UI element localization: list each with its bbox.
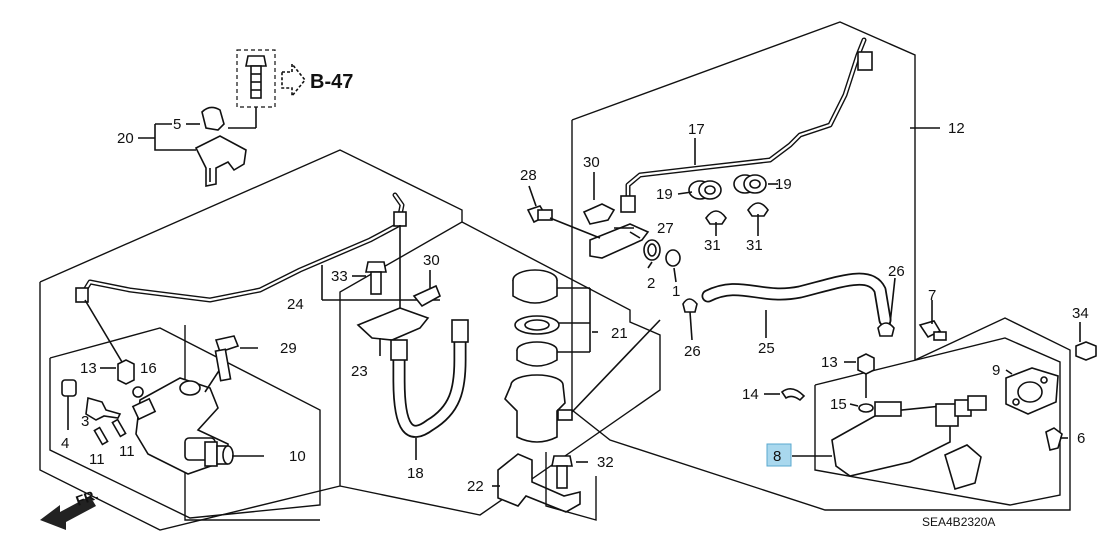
pipe-24 <box>75 192 407 363</box>
highlight-8 <box>766 443 792 467</box>
callout-16: 16 <box>140 360 157 377</box>
pipe-17 <box>620 37 873 213</box>
callout-19b: 19 <box>775 176 792 193</box>
hose-18 <box>390 319 469 460</box>
callout-33: 33 <box>331 268 348 285</box>
callout-11b: 11 <box>119 443 135 460</box>
callout-1: 1 <box>672 283 680 300</box>
callout-26b: 26 <box>888 263 905 280</box>
callout-17: 17 <box>688 121 705 138</box>
callout-14: 14 <box>742 386 759 403</box>
callout-labels: 1 2 3 4 5 6 7 8 9 10 11 11 12 13 13 14 1… <box>61 116 1089 495</box>
bracket-23 <box>321 261 442 356</box>
callout-5: 5 <box>173 116 181 133</box>
leader-lines <box>100 123 1081 487</box>
callout-13a: 13 <box>80 360 97 377</box>
front-arrow: FR. <box>40 486 100 530</box>
callout-34: 34 <box>1072 305 1089 322</box>
slave-cylinder-10 <box>131 359 234 475</box>
callout-18: 18 <box>407 465 424 482</box>
callout-23: 23 <box>351 363 368 380</box>
callout-20: 20 <box>117 130 134 147</box>
callout-21: 21 <box>611 325 628 342</box>
clamps-31 <box>705 202 769 232</box>
plate-9 <box>918 320 1097 415</box>
reservoir-21 <box>504 269 661 443</box>
callout-31b: 31 <box>746 237 763 254</box>
callout-32: 32 <box>597 454 614 471</box>
callout-13b: 13 <box>821 354 838 371</box>
bracket-22 <box>497 452 597 521</box>
grommets-19 <box>688 174 767 200</box>
callout-6: 6 <box>1077 430 1085 447</box>
callout-24: 24 <box>287 296 304 313</box>
small-parts-left <box>61 335 240 446</box>
callout-29: 29 <box>280 340 297 357</box>
callout-27: 27 <box>657 220 674 237</box>
bracket-27 <box>526 203 681 267</box>
callout-10: 10 <box>289 448 306 465</box>
front-label: FR. <box>74 486 101 509</box>
callout-11a: 11 <box>89 451 105 468</box>
callout-4: 4 <box>61 435 69 452</box>
callout-30a: 30 <box>583 154 600 171</box>
callout-7: 7 <box>928 287 936 304</box>
callout-30b: 30 <box>423 252 440 269</box>
callout-9: 9 <box>992 362 1000 379</box>
callout-31a: 31 <box>704 237 721 254</box>
callout-19a: 19 <box>656 186 673 203</box>
hose-25 <box>682 272 895 337</box>
callout-8: 8 <box>773 448 781 465</box>
callout-26a: 26 <box>684 343 701 360</box>
callout-15: 15 <box>830 396 847 413</box>
page-ref-arrow: B-47 <box>281 61 353 99</box>
page-ref-label: B-47 <box>310 71 353 93</box>
callout-3: 3 <box>81 413 89 430</box>
callout-28: 28 <box>520 167 537 184</box>
reference-code: SEA4B2320A <box>922 515 995 529</box>
bracket-20 <box>194 106 257 187</box>
callout-12: 12 <box>948 120 965 137</box>
callout-22: 22 <box>467 478 484 495</box>
master-cylinder-8 <box>780 353 1063 490</box>
bolt-top <box>236 49 276 108</box>
callout-25: 25 <box>758 340 775 357</box>
callout-2: 2 <box>647 275 655 292</box>
